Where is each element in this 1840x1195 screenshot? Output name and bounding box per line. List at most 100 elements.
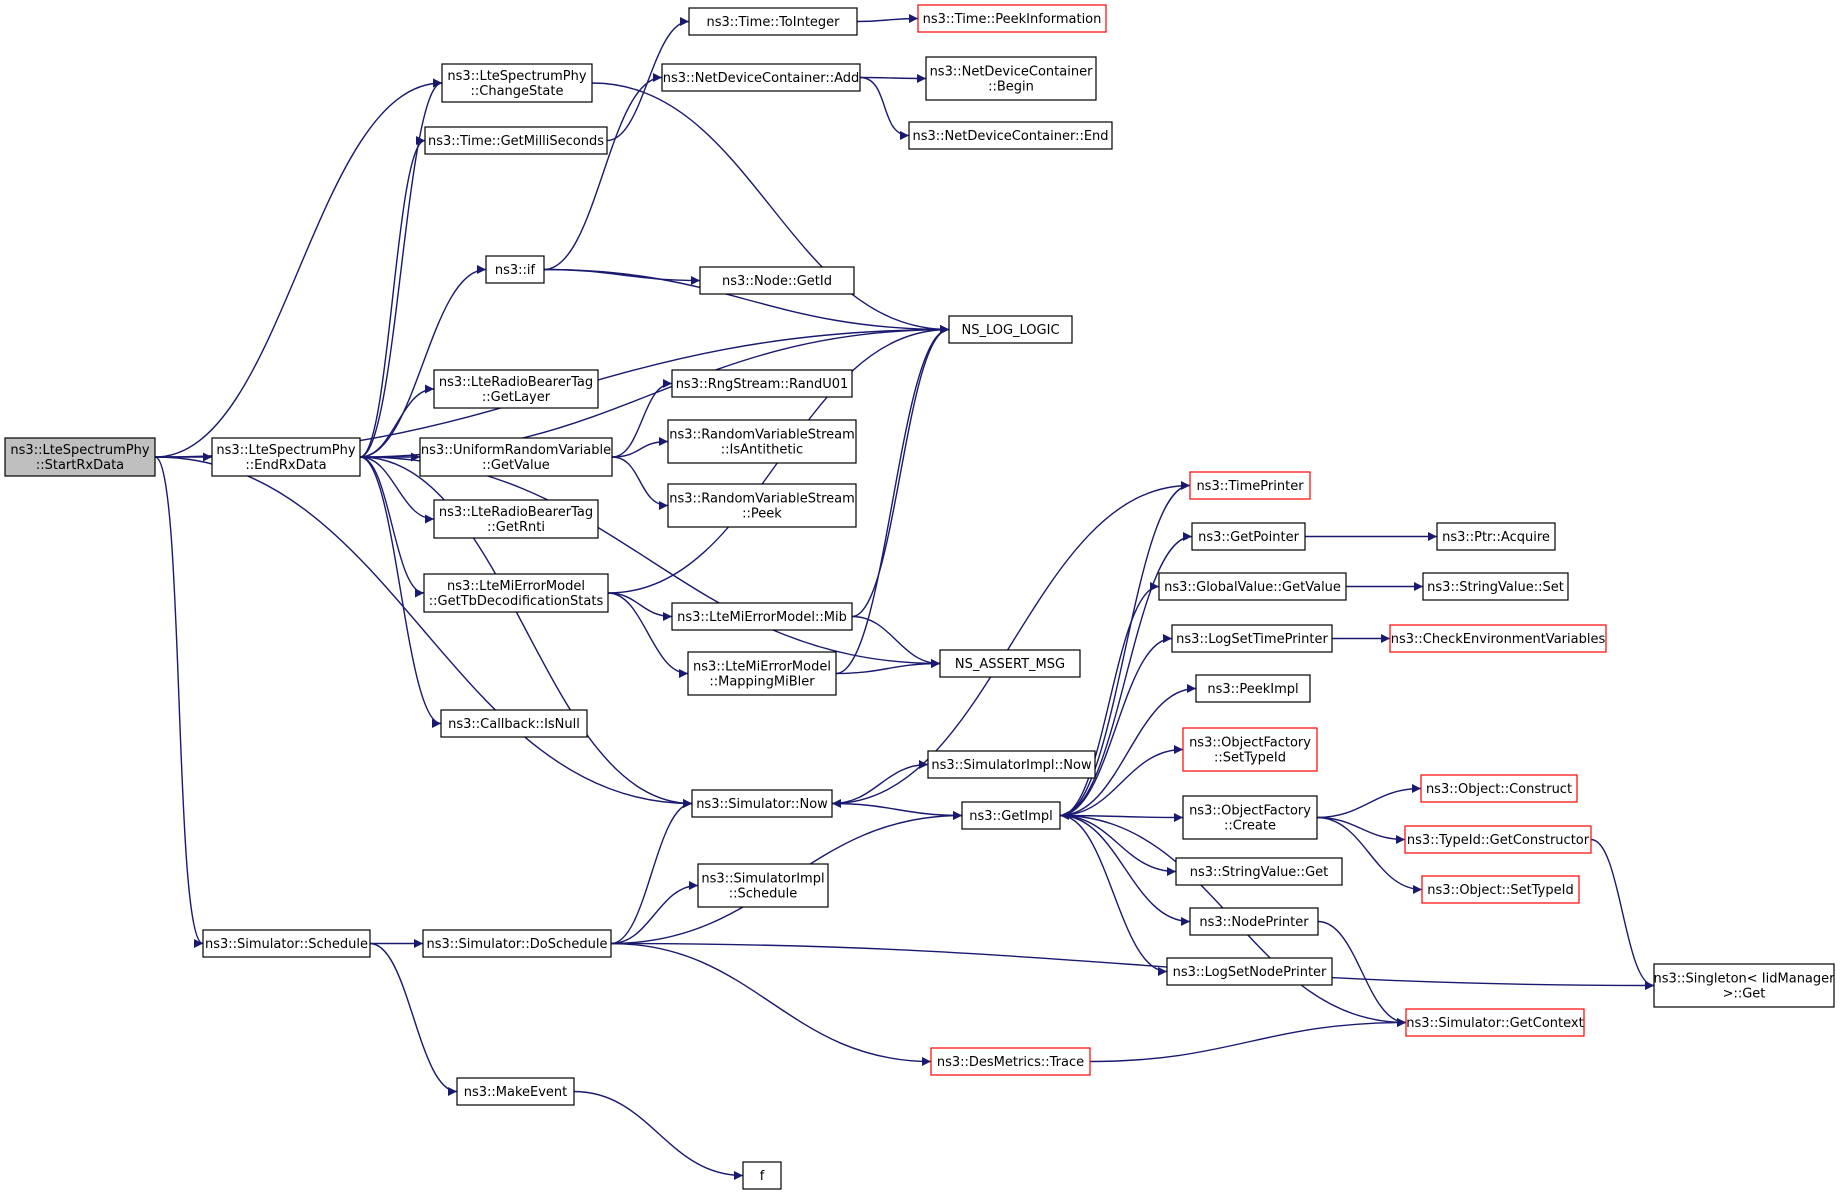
edge-getimpl-to-timeprinter (1059, 481, 1191, 817)
node-label: ::SetTypeId (1214, 751, 1286, 766)
node-cbisnull[interactable]: ns3::Callback::IsNull (440, 709, 588, 738)
edge-root-to-simnow (154, 456, 693, 808)
node-label: ns3::Simulator::GetContext (1406, 1016, 1583, 1031)
edge-nsif-to-loglogic (543, 268, 950, 334)
node-peekinformation[interactable]: ns3::Time::PeekInformation (917, 4, 1107, 33)
node-label: ::Create (1224, 819, 1276, 834)
node-label: ns3::Node::GetId (722, 274, 832, 289)
node-label: ns3::TimePrinter (1196, 479, 1304, 494)
node-label: ns3::RandomVariableStream (669, 492, 855, 507)
node-rbtgetrnti[interactable]: ns3::LteRadioBearerTag::GetRnti (433, 499, 599, 539)
node-miegettb[interactable]: ns3::LteMiErrorModel::GetTbDecodificatio… (423, 573, 609, 613)
node-box (1191, 522, 1306, 551)
node-box (697, 863, 829, 908)
node-f[interactable]: f (742, 1161, 782, 1190)
node-box (1175, 857, 1343, 886)
node-label: ns3::TypeId::GetConstructor (1407, 833, 1590, 848)
node-ndcend[interactable]: ns3::NetDeviceContainer::End (908, 121, 1113, 150)
node-label: ns3::LogSetNodePrinter (1173, 965, 1327, 980)
edge-urvgetvalue-to-rngrand (611, 379, 673, 458)
node-ofcreate[interactable]: ns3::ObjectFactory::Create (1182, 795, 1318, 840)
node-makeevent[interactable]: ns3::MakeEvent (456, 1077, 575, 1106)
node-tointeger[interactable]: ns3::Time::ToInteger (688, 7, 858, 36)
edge-endrxdata-to-rbtgetrnti (359, 456, 435, 524)
node-miemapping[interactable]: ns3::LteMiErrorModel::MappingMiBler (687, 651, 837, 696)
node-label: ::MappingMiBler (709, 675, 815, 690)
node-changestate[interactable]: ns3::LteSpectrumPhy::ChangeState (441, 63, 593, 103)
edge-nsif-to-ndcadd (543, 73, 663, 271)
node-simimplschedule[interactable]: ns3::SimulatorImpl::Schedule (697, 863, 829, 908)
node-getimpl[interactable]: ns3::GetImpl (961, 801, 1061, 830)
node-ndcbegin[interactable]: ns3::NetDeviceContainer::Begin (925, 56, 1097, 101)
node-logsettime[interactable]: ns3::LogSetTimePrinter (1171, 624, 1333, 653)
node-label: ns3::LteRadioBearerTag (439, 505, 593, 520)
edge-getimpl-to-ofcreate (1059, 812, 1184, 822)
node-box (939, 649, 1081, 678)
node-label: ns3::LteSpectrumPhy (447, 69, 586, 84)
edge-miegettb-to-miemapping (607, 592, 689, 678)
node-destrace[interactable]: ns3::DesMetrics::Trace (930, 1047, 1091, 1076)
node-box (1389, 624, 1607, 653)
node-rvspeek[interactable]: ns3::RandomVariableStream::Peek (667, 483, 857, 528)
node-box (419, 437, 613, 477)
node-label: ns3::LteSpectrumPhy (216, 443, 355, 458)
node-label: ns3::Object::Construct (1426, 782, 1572, 797)
node-timeprinter[interactable]: ns3::TimePrinter (1189, 471, 1311, 500)
node-simnow[interactable]: ns3::Simulator::Now (691, 789, 833, 818)
edge-urvgetvalue-to-rvsanti (611, 437, 669, 458)
node-doschedule[interactable]: ns3::Simulator::DoSchedule (422, 929, 612, 958)
node-objconstruct[interactable]: ns3::Object::Construct (1420, 774, 1578, 803)
node-box (424, 126, 608, 155)
node-urvgetvalue[interactable]: ns3::UniformRandomVariable::GetValue (419, 437, 613, 477)
node-box (908, 121, 1113, 150)
node-nsif[interactable]: ns3::if (485, 255, 545, 284)
node-box (1189, 471, 1311, 500)
node-svget[interactable]: ns3::StringValue::Get (1175, 857, 1343, 886)
node-label: ns3::GlobalValue::GetValue (1164, 580, 1341, 595)
node-simschedule[interactable]: ns3::Simulator::Schedule (202, 929, 371, 958)
node-simimplnow[interactable]: ns3::SimulatorImpl::Now (927, 750, 1096, 779)
node-assertmsg[interactable]: NS_ASSERT_MSG (939, 649, 1081, 678)
node-nodeprinter[interactable]: ns3::NodePrinter (1189, 907, 1319, 936)
node-getmilliseconds[interactable]: ns3::Time::GetMilliSeconds (424, 126, 608, 155)
edge-makeevent-to-f (573, 1090, 744, 1180)
node-getpointer[interactable]: ns3::GetPointer (1191, 522, 1306, 551)
node-box (742, 1161, 782, 1190)
node-logsetnode[interactable]: ns3::LogSetNodePrinter (1166, 957, 1333, 986)
edge-endrxdata-to-nsif (359, 265, 487, 458)
node-ndcadd[interactable]: ns3::NetDeviceContainer::Add (661, 63, 861, 92)
node-endrxdata[interactable]: ns3::LteSpectrumPhy::EndRxData (211, 437, 361, 477)
node-box (671, 369, 853, 398)
node-rbtgetlayer[interactable]: ns3::LteRadioBearerTag::GetLayer (433, 369, 599, 409)
edge-simnow-to-simimplnow (831, 760, 929, 805)
node-ofsettypeid[interactable]: ns3::ObjectFactory::SetTypeId (1182, 727, 1318, 772)
node-label: ns3::RngStream::RandU01 (676, 377, 849, 392)
node-gvgetvalue[interactable]: ns3::GlobalValue::GetValue (1158, 572, 1347, 601)
node-tidgetctor[interactable]: ns3::TypeId::GetConstructor (1404, 825, 1592, 854)
edge-doschedule-to-singletonget (610, 942, 1655, 990)
node-rngrand[interactable]: ns3::RngStream::RandU01 (671, 369, 853, 398)
node-label: ns3::PeekImpl (1207, 682, 1298, 697)
node-label: ns3::Simulator::Now (696, 797, 828, 812)
node-box (1420, 774, 1578, 803)
node-label: ::Begin (988, 80, 1034, 95)
node-svset[interactable]: ns3::StringValue::Set (1422, 572, 1569, 601)
edge-ofcreate-to-objconstruct (1316, 784, 1422, 819)
node-box (667, 419, 857, 464)
edge-ofcreate-to-objsettypeid (1316, 816, 1423, 894)
node-label: ns3::Object::SetTypeId (1427, 883, 1573, 898)
edges-layer (154, 14, 1655, 1180)
node-ptracquire[interactable]: ns3::Ptr::Acquire (1436, 522, 1556, 551)
node-peekimpl[interactable]: ns3::PeekImpl (1195, 674, 1311, 703)
node-checkenv[interactable]: ns3::CheckEnvironmentVariables (1389, 624, 1607, 653)
edge-endrxdata-to-cbisnull (359, 456, 442, 728)
node-simgetcontext[interactable]: ns3::Simulator::GetContext (1405, 1008, 1585, 1037)
node-label: ::Peek (742, 507, 782, 522)
edge-getimpl-to-logsettime (1059, 634, 1173, 817)
node-nodegetid[interactable]: ns3::Node::GetId (699, 266, 855, 295)
node-loglogic[interactable]: NS_LOG_LOGIC (948, 315, 1073, 344)
node-singletonget[interactable]: ns3::Singleton< IidManager >::Get (1653, 963, 1835, 1008)
node-rvsanti[interactable]: ns3::RandomVariableStream::IsAntithetic (667, 419, 857, 464)
node-miemib[interactable]: ns3::LteMiErrorModel::Mib (671, 602, 853, 631)
node-objsettypeid[interactable]: ns3::Object::SetTypeId (1421, 875, 1580, 904)
